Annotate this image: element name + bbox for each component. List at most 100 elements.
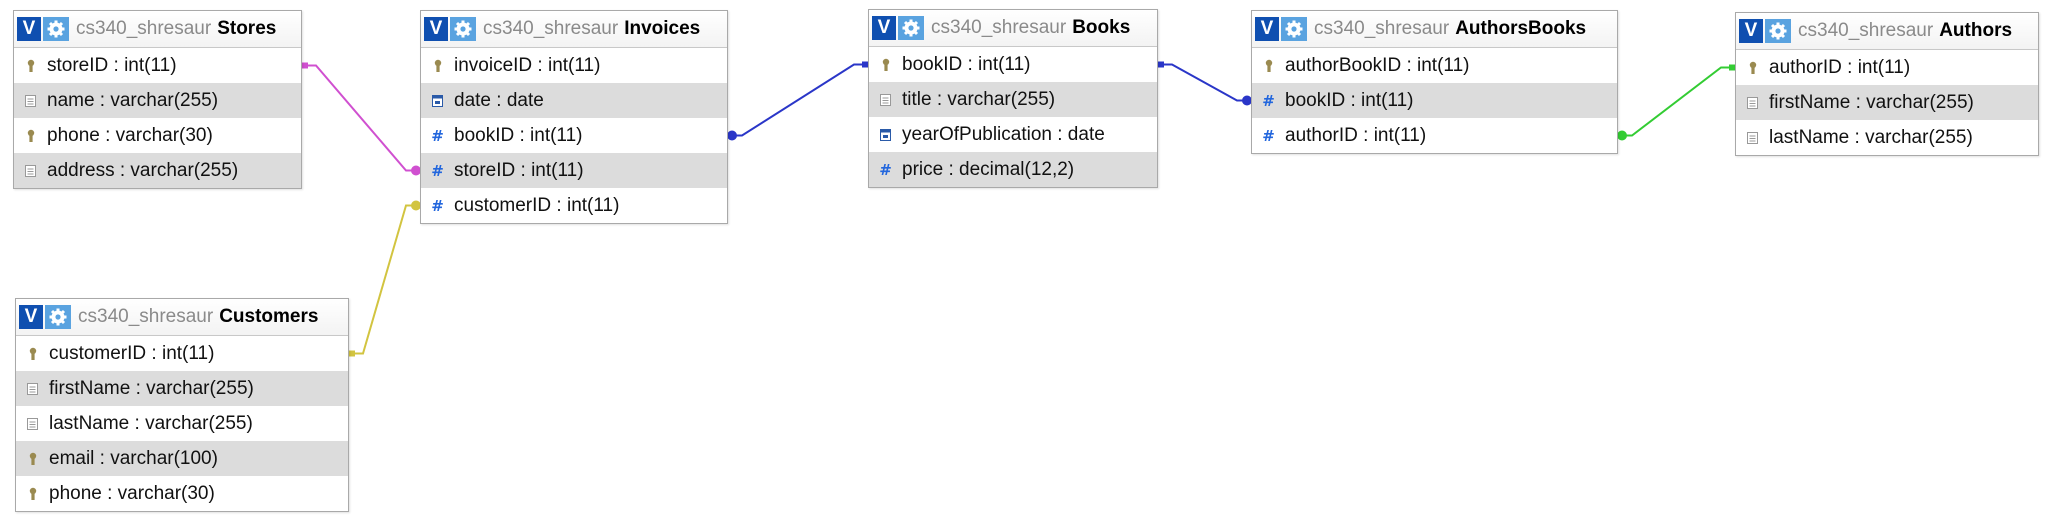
column-row[interactable]: firstName : varchar(255) [16,371,348,406]
table-header[interactable]: V cs340_shresaur AuthorsBooks [1252,11,1617,48]
collapse-toggle-button[interactable]: V [1255,17,1279,41]
key-icon [26,487,39,501]
key-icon [879,58,892,72]
table-header[interactable]: V cs340_shresaur Customers [16,299,348,336]
collapse-toggle-button[interactable]: V [424,17,448,41]
column-label: storeID : int(11) [47,54,177,76]
gear-icon[interactable] [1281,17,1307,41]
column-row[interactable]: storeID : int(11) [14,48,301,83]
key-icon [24,59,37,73]
relation-target-marker [1617,130,1627,141]
database-name: cs340_shresaur [483,18,619,39]
collapse-toggle-button[interactable]: V [1739,19,1763,43]
column-row[interactable]: customerID : int(11) [16,336,348,371]
hash-icon: # [879,160,892,179]
relation-line [1618,66,1735,137]
column-label: authorID : int(11) [1285,124,1427,146]
relation-source-marker [1729,64,1735,71]
column-row[interactable]: bookID : int(11) [869,47,1157,82]
column-label: lastName : varchar(255) [1769,126,1973,148]
column-label: invoiceID : int(11) [454,54,601,76]
column-row[interactable]: # price : decimal(12,2) [869,152,1157,187]
date-field-icon [879,128,892,142]
table-name[interactable]: AuthorsBooks [1455,18,1587,39]
column-row[interactable]: #storeID : int(11) [421,153,727,188]
column-label: authorID : int(11) [1769,56,1911,78]
relation-line [302,64,420,172]
gear-icon[interactable] [898,16,924,40]
column-row[interactable]: # authorID : int(11) [1252,118,1617,153]
column-row[interactable]: #bookID : int(11) [421,118,727,153]
gear-icon[interactable] [1765,19,1791,43]
column-label: price : decimal(12,2) [902,158,1075,180]
collapse-toggle-button[interactable]: V [19,305,43,329]
collapse-toggle-button[interactable]: V [872,16,896,40]
key-icon [26,452,39,466]
table-authorsbooks[interactable]: V cs340_shresaur AuthorsBooks authorBook… [1251,10,1618,154]
column-row[interactable]: authorBookID : int(11) [1252,48,1617,83]
relation-source-marker [349,350,355,357]
column-label: customerID : int(11) [49,342,215,364]
collapse-toggle-button[interactable]: V [17,17,41,41]
column-row[interactable]: phone : varchar(30) [16,476,348,511]
column-row[interactable]: name : varchar(255) [14,83,301,118]
database-name: cs340_shresaur [1314,18,1450,39]
column-row[interactable]: #customerID : int(11) [421,188,727,223]
column-label: email : varchar(100) [49,447,218,469]
gear-icon[interactable] [43,17,69,41]
key-icon [26,347,39,361]
column-row[interactable]: #bookID : int(11) [1252,83,1617,118]
column-label: authorBookID : int(11) [1285,54,1470,76]
hash-icon: # [1262,91,1275,110]
table-name[interactable]: Customers [219,306,319,327]
table-header[interactable]: V cs340_shresaur Invoices [421,11,727,48]
relation-target-marker [411,200,421,211]
table-name[interactable]: Stores [217,18,277,39]
column-row[interactable]: firstName : varchar(255) [1736,85,2038,120]
column-row[interactable]: email : varchar(100) [16,441,348,476]
column-row[interactable]: yearOfPublication : date [869,117,1157,152]
column-label: customerID : int(11) [454,194,620,216]
column-label: phone : varchar(30) [49,482,215,504]
hash-icon: # [431,126,444,145]
hash-icon: # [1262,126,1275,145]
relation-target-marker [1242,95,1252,106]
column-row[interactable]: authorID : int(11) [1736,50,2038,85]
column-row[interactable]: invoiceID : int(11) [421,48,727,83]
key-icon [1262,59,1275,73]
table-header[interactable]: V cs340_shresaur Authors [1736,13,2038,50]
table-books[interactable]: V cs340_shresaur Books bookID : int(11) … [868,9,1158,188]
gear-icon[interactable] [450,17,476,41]
table-name[interactable]: Invoices [624,18,701,39]
column-row[interactable]: phone : varchar(30) [14,118,301,153]
table-invoices[interactable]: V cs340_shresaur Invoices invoiceID : in… [420,10,728,224]
column-row[interactable]: lastName : varchar(255) [16,406,348,441]
text-field-icon [24,94,37,108]
table-name[interactable]: Authors [1939,20,2013,41]
table-name[interactable]: Books [1072,17,1131,38]
column-row[interactable]: date : date [421,83,727,118]
column-label: phone : varchar(30) [47,124,213,146]
relation-target-marker [411,165,421,176]
relation-line [1158,63,1251,102]
column-row[interactable]: title : varchar(255) [869,82,1157,117]
column-label: firstName : varchar(255) [1769,91,1974,113]
relation-line [349,204,420,355]
column-row[interactable]: address : varchar(255) [14,153,301,188]
database-name: cs340_shresaur [78,306,214,327]
column-row[interactable]: lastName : varchar(255) [1736,120,2038,155]
gear-icon[interactable] [45,305,71,329]
table-customers[interactable]: V cs340_shresaur Customers customerID : … [15,298,349,512]
column-label: bookID : int(11) [902,53,1031,75]
table-header[interactable]: V cs340_shresaur Stores [14,11,301,48]
table-authors[interactable]: V cs340_shresaur Authors authorID : int(… [1735,12,2039,156]
table-stores[interactable]: V cs340_shresaur Stores storeID : int(11… [13,10,302,189]
table-header[interactable]: V cs340_shresaur Books [869,10,1157,47]
column-label: storeID : int(11) [454,159,584,181]
relation-source-marker [1158,61,1164,68]
text-field-icon [879,93,892,107]
relation-source-marker [302,62,308,69]
column-label: title : varchar(255) [902,88,1056,110]
column-label: lastName : varchar(255) [49,412,253,434]
